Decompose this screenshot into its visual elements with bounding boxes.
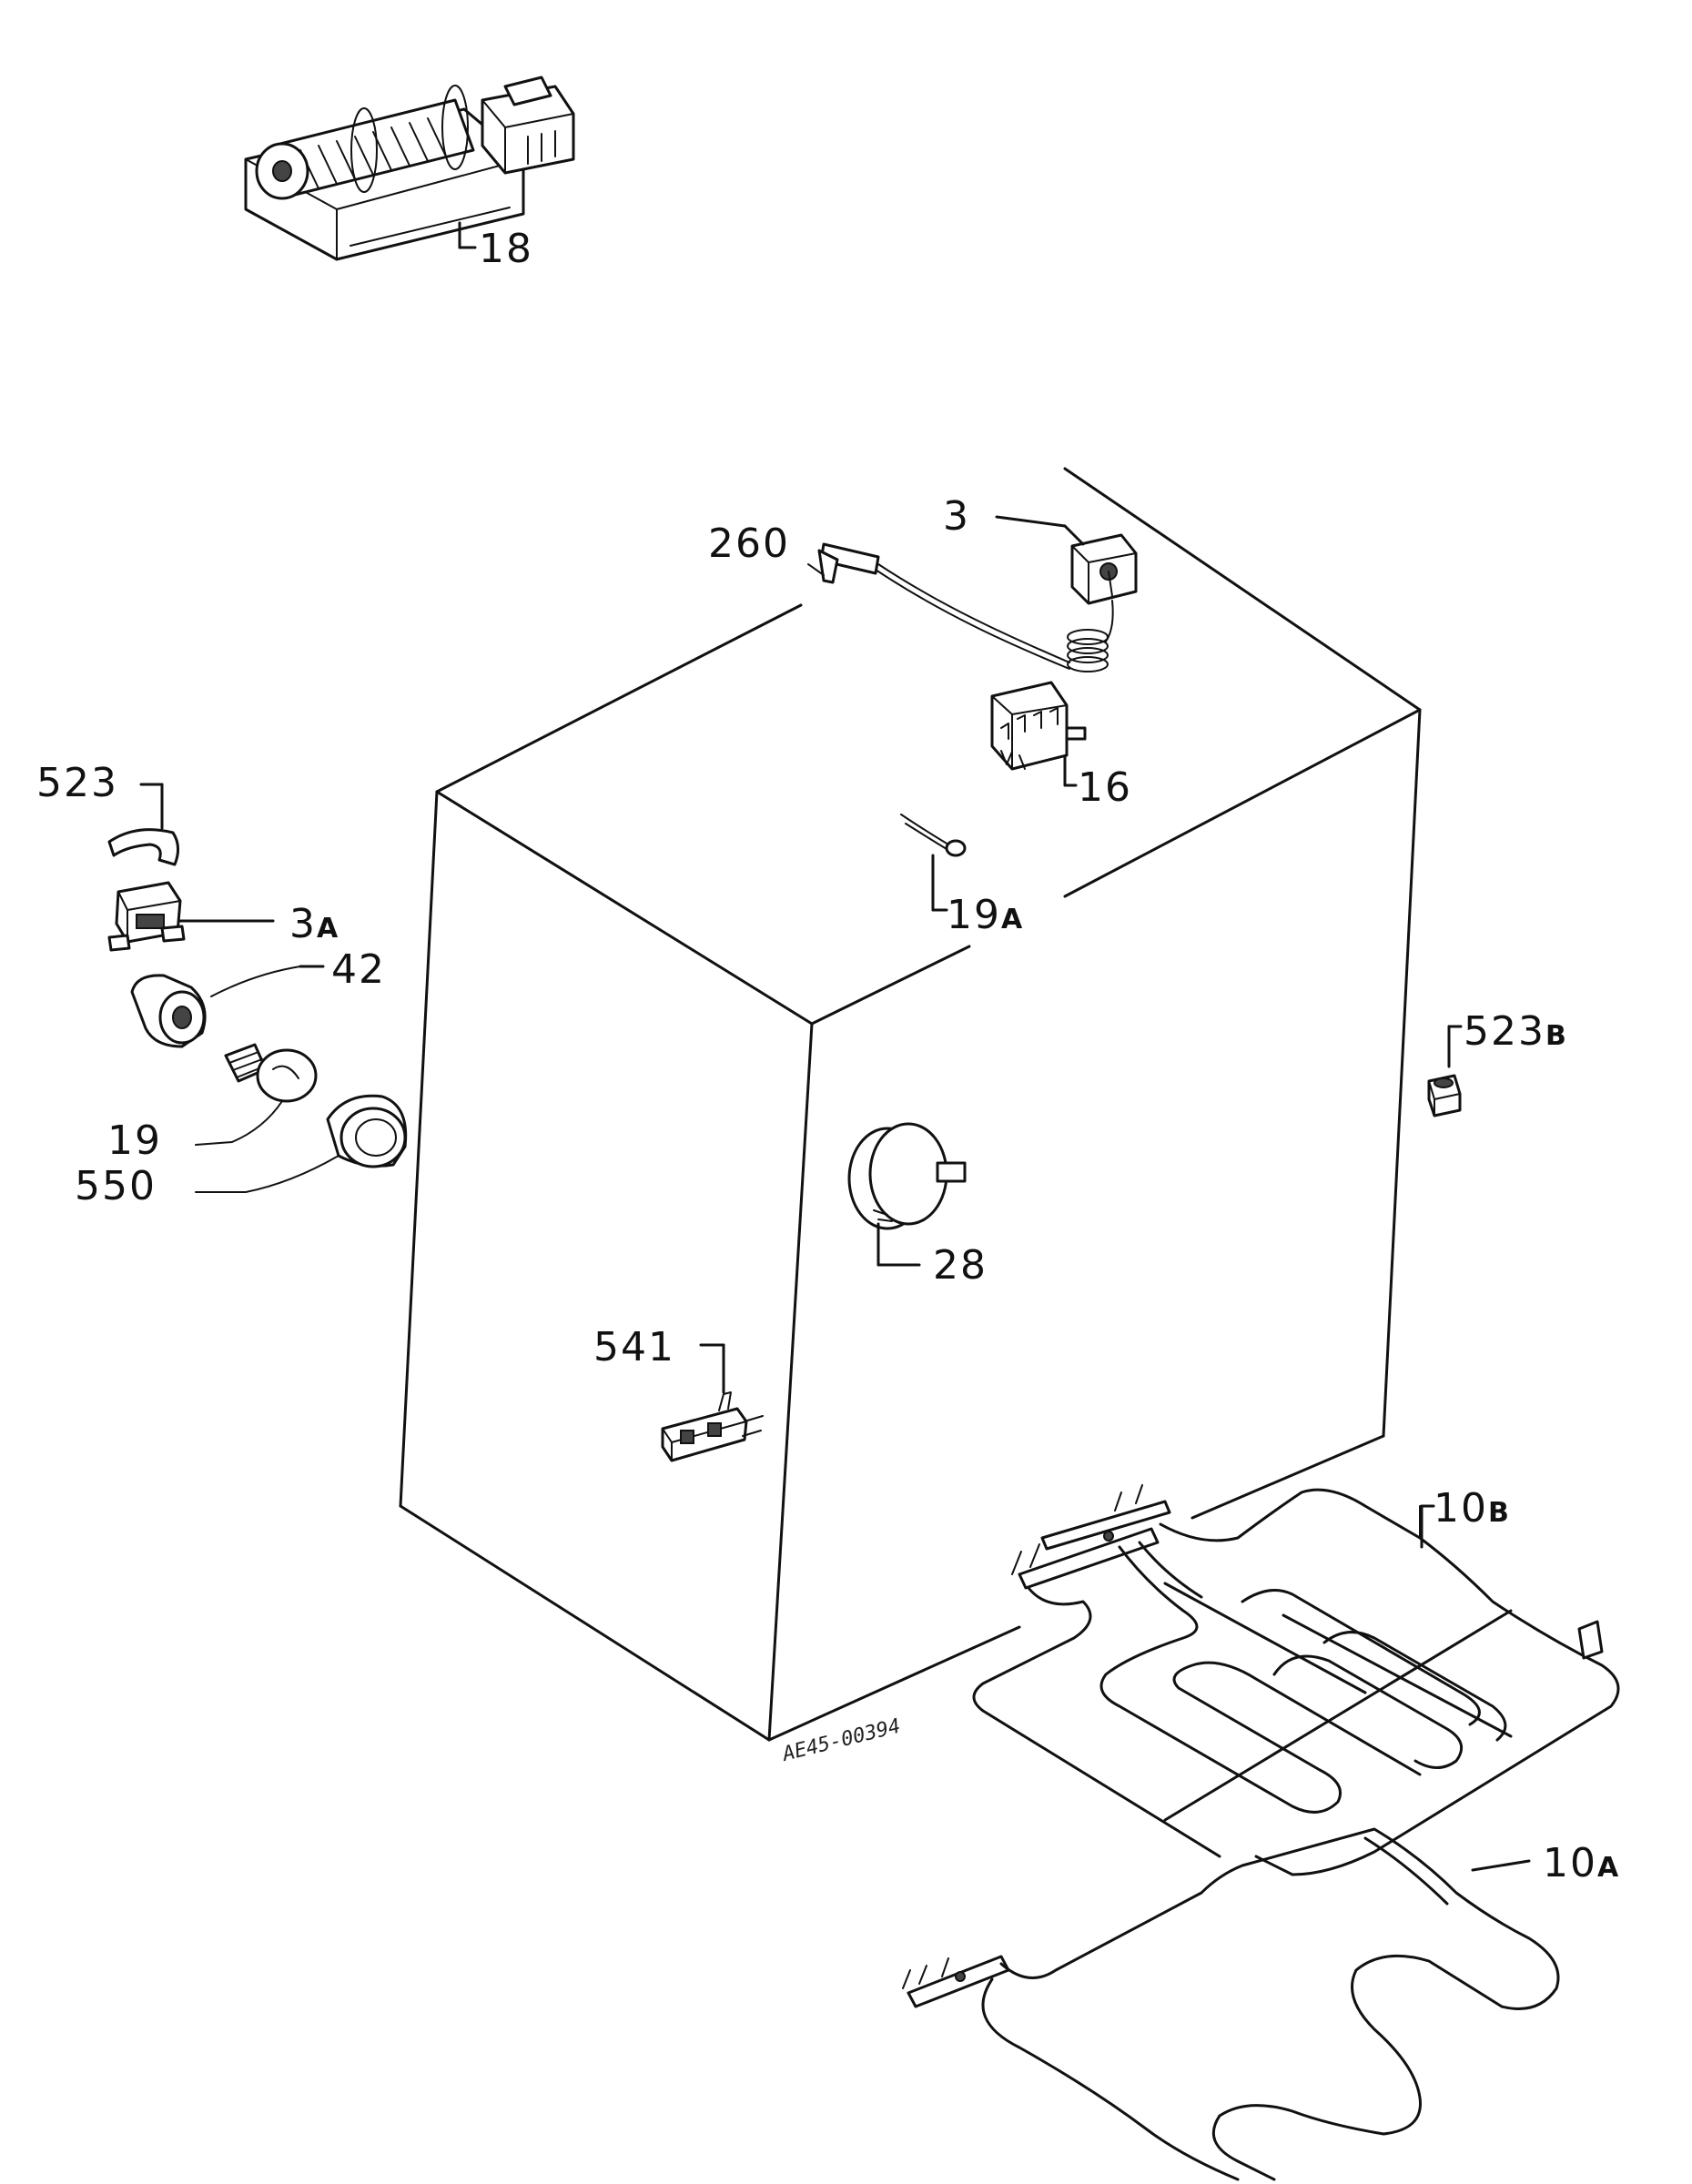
fan-motor-assembly-18[interactable] bbox=[244, 76, 575, 261]
terminal-block-541[interactable] bbox=[661, 1343, 764, 1462]
lamp-cover-550[interactable] bbox=[195, 1094, 408, 1193]
label-19a: 19A bbox=[947, 892, 1024, 938]
label-3a: 3A bbox=[289, 901, 339, 947]
label-16: 16 bbox=[1078, 764, 1132, 811]
label-10a: 10A bbox=[1543, 1840, 1620, 1886]
label-523: 523 bbox=[36, 760, 118, 806]
lamp-clip-523[interactable] bbox=[107, 783, 179, 866]
sensor-bulb-260[interactable] bbox=[807, 542, 880, 584]
grill-element-10b[interactable] bbox=[972, 1484, 1620, 1876]
label-10b: 10B bbox=[1434, 1485, 1511, 1532]
label-3: 3 bbox=[943, 493, 970, 540]
thermostat-3[interactable] bbox=[875, 515, 1138, 672]
label-18: 18 bbox=[479, 226, 533, 272]
bulb-19[interactable] bbox=[195, 1043, 318, 1146]
lamp-socket-42[interactable] bbox=[130, 965, 325, 1048]
label-19: 19 bbox=[107, 1117, 162, 1164]
grommet-523b[interactable] bbox=[1427, 1025, 1463, 1117]
label-541: 541 bbox=[593, 1324, 675, 1370]
selector-switch-16[interactable] bbox=[990, 681, 1087, 787]
label-28: 28 bbox=[933, 1242, 988, 1289]
indicator-lamp-19a[interactable] bbox=[900, 814, 967, 912]
label-523b: 523B bbox=[1464, 1008, 1568, 1055]
label-42: 42 bbox=[331, 946, 386, 993]
timer-28[interactable] bbox=[847, 1122, 967, 1267]
drawing-reference: AE45-00394 bbox=[778, 1715, 903, 1767]
oven-cavity-box bbox=[399, 467, 1422, 1742]
base-element-10a[interactable] bbox=[902, 1827, 1560, 2181]
label-260: 260 bbox=[708, 521, 790, 567]
lamp-holder-3a[interactable] bbox=[107, 881, 275, 952]
label-550: 550 bbox=[75, 1163, 157, 1209]
